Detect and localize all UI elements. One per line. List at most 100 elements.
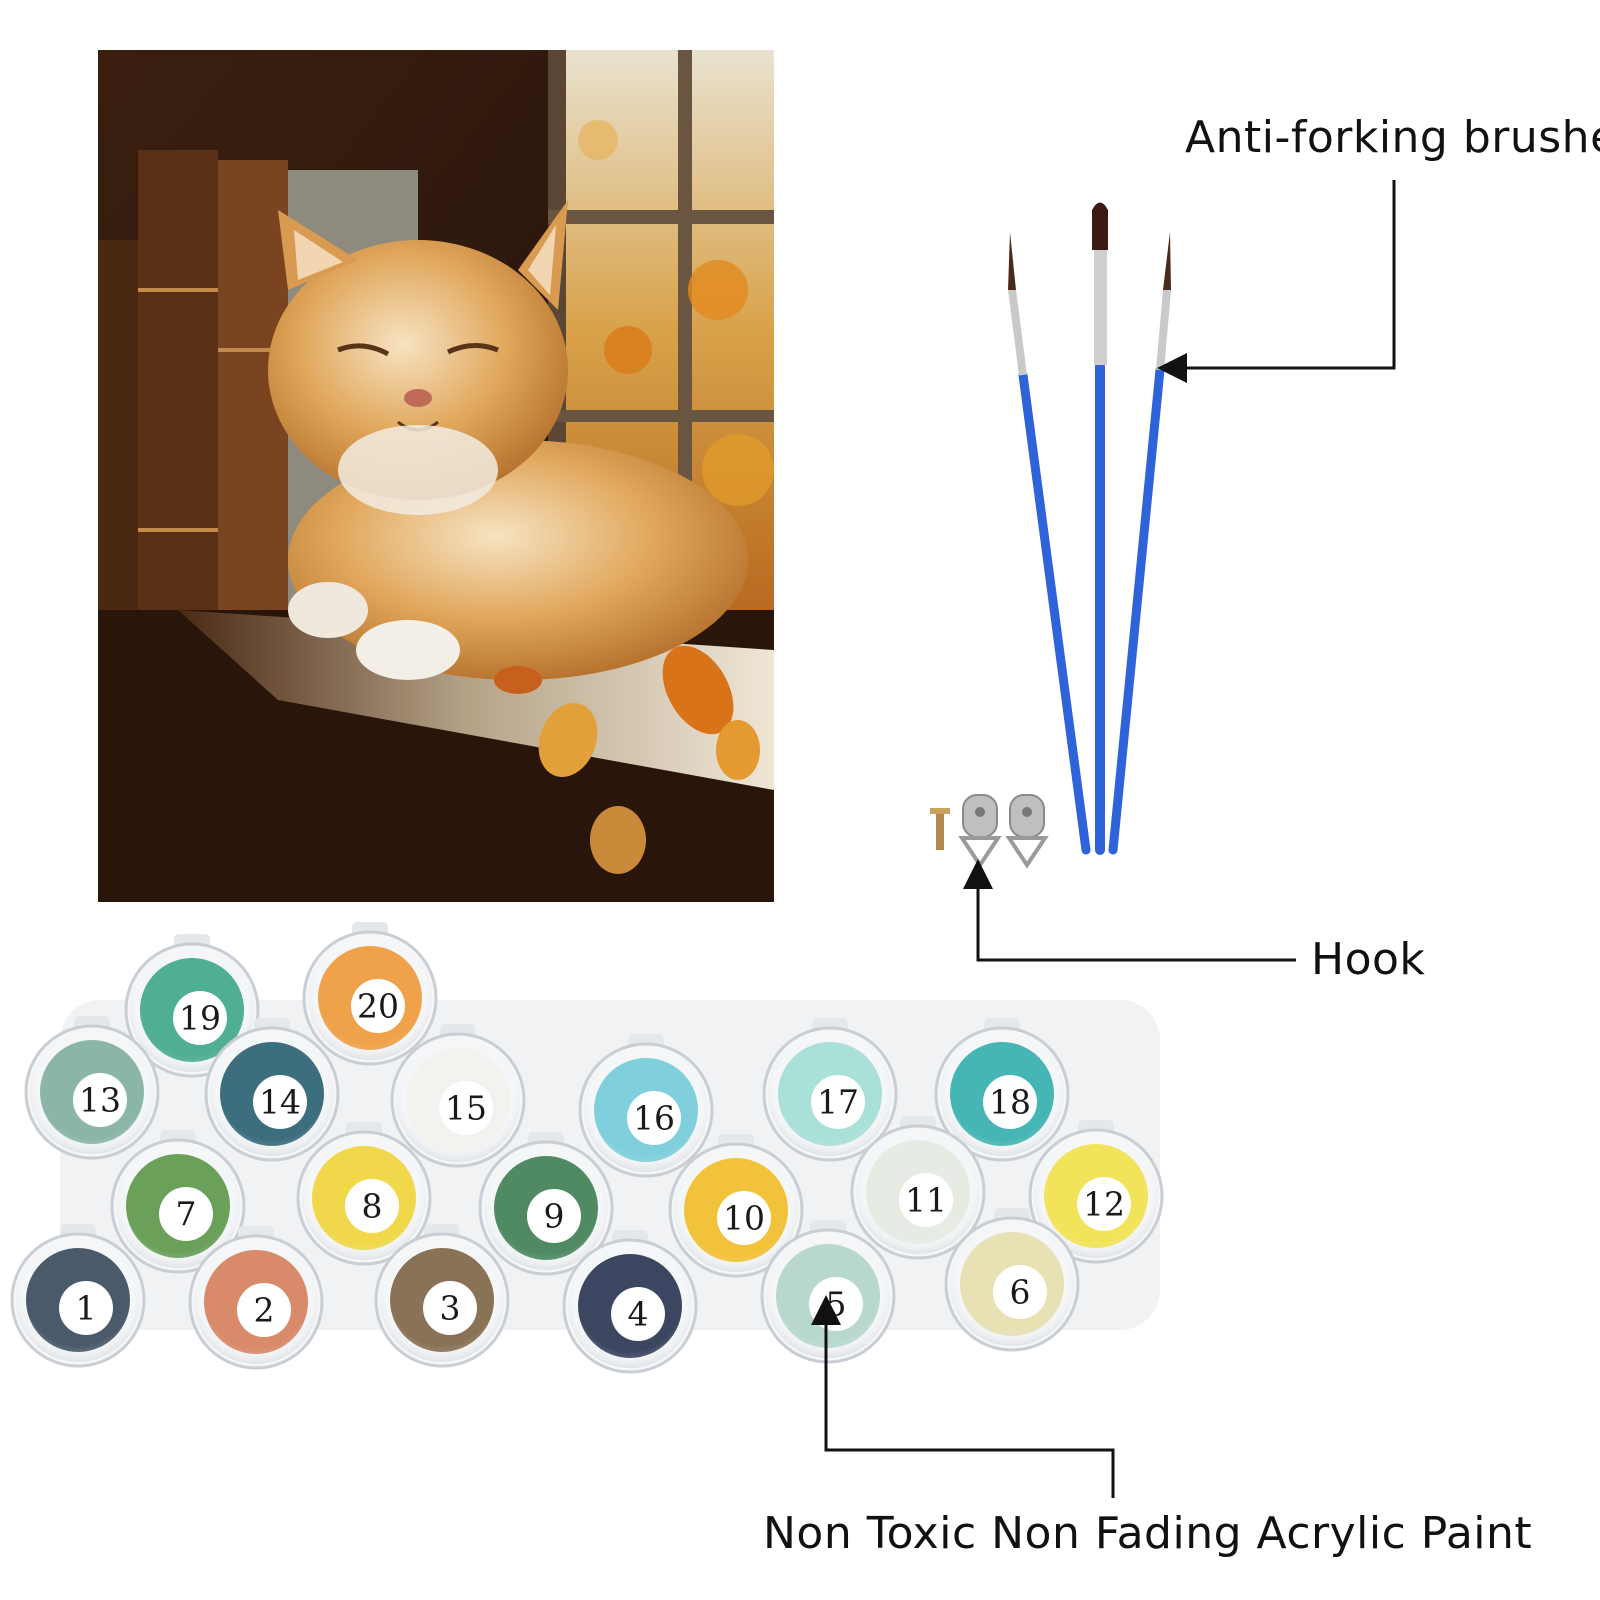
pot-shade xyxy=(856,1130,980,1254)
pot-rim xyxy=(188,1234,324,1370)
paint-pot-14: 14 xyxy=(204,1018,340,1162)
cat-painting xyxy=(98,50,774,902)
pot-number: 11 xyxy=(905,1181,947,1220)
pot-number: 9 xyxy=(544,1197,565,1236)
pot-paint xyxy=(778,1042,882,1146)
pot-number-label xyxy=(993,1265,1047,1319)
pot-lid-tab xyxy=(812,1018,848,1038)
pot-number: 10 xyxy=(723,1199,765,1238)
pot-number-label xyxy=(423,1281,477,1335)
paint-pot-11: 11 xyxy=(850,1116,986,1260)
pot-lid-tab xyxy=(1078,1120,1114,1140)
pot-shade xyxy=(130,948,254,1072)
pot-rim xyxy=(390,1032,526,1168)
pot-number-label xyxy=(73,1073,127,1127)
pot-lid-tab xyxy=(352,922,388,942)
pot-number: 6 xyxy=(1010,1273,1031,1312)
brushes-callout-line xyxy=(1157,180,1396,383)
pot-shade xyxy=(380,1238,504,1362)
pot-shade xyxy=(396,1038,520,1162)
pot-paint xyxy=(406,1048,510,1152)
pot-shade xyxy=(302,1136,426,1260)
pot-number-label xyxy=(899,1173,953,1227)
pot-number: 13 xyxy=(79,1081,121,1120)
pot-shade xyxy=(16,1238,140,1362)
paint-pot-10: 10 xyxy=(668,1134,804,1278)
pot-number: 18 xyxy=(989,1083,1031,1122)
pot-lid-tab xyxy=(612,1230,648,1250)
pot-lid-tab xyxy=(810,1220,846,1240)
pot-number-label xyxy=(811,1075,865,1129)
pot-rim xyxy=(204,1026,340,1162)
pot-rim xyxy=(478,1140,614,1276)
pot-shade xyxy=(308,936,432,1060)
pot-shade xyxy=(116,1144,240,1268)
paint-pot-15: 15 xyxy=(390,1024,526,1168)
pot-paint xyxy=(960,1232,1064,1336)
paint-pot-1: 1 xyxy=(10,1224,146,1368)
pot-rim xyxy=(296,1130,432,1266)
paint-pot-6: 6 xyxy=(944,1208,1080,1352)
pot-number-label xyxy=(627,1091,681,1145)
pot-lid-tab xyxy=(60,1224,96,1244)
pot-number-label xyxy=(809,1277,863,1331)
pot-shade xyxy=(568,1244,692,1368)
pot-lid-tab xyxy=(994,1208,1030,1228)
pot-lid-tab xyxy=(628,1034,664,1054)
paint-pot-19: 19 xyxy=(124,934,260,1078)
pot-number-label xyxy=(59,1281,113,1335)
paint-pot-4: 4 xyxy=(562,1230,698,1374)
pot-shade xyxy=(768,1032,892,1156)
pot-paint xyxy=(866,1140,970,1244)
pot-rim xyxy=(944,1216,1080,1352)
pot-number: 7 xyxy=(176,1195,197,1234)
pot-lid-tab xyxy=(346,1122,382,1142)
pot-rim xyxy=(850,1124,986,1260)
paint-pot-13: 13 xyxy=(24,1016,160,1160)
pot-paint xyxy=(776,1244,880,1348)
hook-callout-line xyxy=(963,859,1296,962)
pot-number-label xyxy=(611,1287,665,1341)
pot-number: 14 xyxy=(259,1083,301,1122)
paint-pot-16: 16 xyxy=(578,1034,714,1178)
paint-pot-3: 3 xyxy=(374,1224,510,1368)
pot-number-label xyxy=(159,1187,213,1241)
pot-rim xyxy=(562,1238,698,1374)
paint-callout-line xyxy=(811,1295,1115,1498)
paint-pot-20: 20 xyxy=(302,922,438,1066)
pot-number-label xyxy=(527,1189,581,1243)
pot-lid-tab xyxy=(238,1226,274,1246)
pot-shade xyxy=(766,1234,890,1358)
pot-number-label xyxy=(345,1179,399,1233)
brushes-label: Anti-forking brushes xyxy=(1185,112,1600,163)
pot-paint xyxy=(1044,1144,1148,1248)
pot-rim xyxy=(110,1138,246,1274)
hook-2 xyxy=(1005,794,1049,869)
pot-lid-tab xyxy=(900,1116,936,1136)
pot-paint xyxy=(204,1250,308,1354)
pot-lid-tab xyxy=(74,1016,110,1036)
pot-rim xyxy=(760,1228,896,1364)
pot-shade xyxy=(194,1240,318,1364)
pot-number-label xyxy=(1077,1177,1131,1231)
pot-paint xyxy=(26,1248,130,1352)
paint-pot-7: 7 xyxy=(110,1130,246,1274)
pot-rim xyxy=(24,1024,160,1160)
pot-lid-tab xyxy=(718,1134,754,1154)
pot-number-label xyxy=(983,1075,1037,1129)
pot-number-label xyxy=(173,991,227,1045)
pot-shade xyxy=(950,1222,1074,1346)
pot-number-label xyxy=(439,1081,493,1135)
pot-shade xyxy=(210,1032,334,1156)
pot-number: 4 xyxy=(628,1295,649,1334)
pot-paint xyxy=(494,1156,598,1260)
pot-number-label xyxy=(237,1283,291,1337)
pot-number-label xyxy=(253,1075,307,1129)
paint-pot-17: 17 xyxy=(762,1018,898,1162)
paint-pot-18: 18 xyxy=(934,1018,1070,1162)
pot-rim xyxy=(302,930,438,1066)
pot-rim xyxy=(762,1026,898,1162)
pot-rim xyxy=(668,1142,804,1278)
pot-paint xyxy=(684,1158,788,1262)
